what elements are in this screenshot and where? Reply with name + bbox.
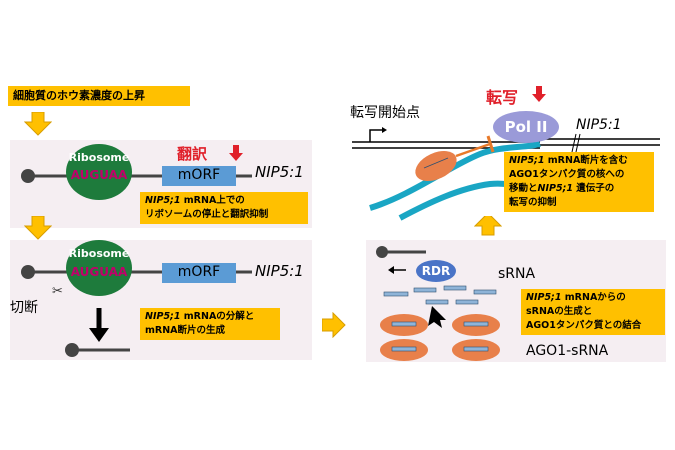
note-line-3c: AGO1タンパク質との結合: [526, 320, 642, 331]
transcription-label: 転写: [486, 88, 519, 107]
trigger-text: 細胞質のホウ素濃度の上昇: [13, 89, 145, 102]
translation-note: NIP5;1 mRNA上での リボソームの停止と翻訳抑制: [140, 192, 308, 224]
pol-ii-label: Pol II: [504, 118, 548, 136]
tss-label: 転写開始点: [350, 105, 420, 121]
srna-label: sRNA: [498, 266, 536, 282]
srna-note: NIP5;1 mRNAからの sRNAの生成と AGO1タンパク質との結合: [521, 289, 665, 335]
morf-box-1: mORF: [162, 166, 236, 186]
note-gene-1: NIP5;1: [145, 195, 181, 206]
note-line-3b: sRNAの生成と: [526, 306, 593, 317]
mrna-line-2: [21, 265, 252, 357]
note-line-4d: 遺伝子の: [572, 183, 615, 194]
ribosome-2: [66, 240, 132, 296]
note-line-2b: mRNA断片の生成: [145, 325, 226, 336]
translation-label: 翻訳: [177, 145, 208, 163]
ribosome-label-1: Ribosome: [68, 151, 130, 164]
note-line-3a: mRNAからの: [561, 292, 626, 303]
down-red-arrow-icon-1: [229, 145, 243, 161]
codon-label-1: AUGUAA: [70, 168, 128, 182]
ribosome-label-2: Ribosome: [68, 247, 130, 260]
flow-arrow-up: [474, 212, 502, 236]
ago1-srna-label: AGO1-sRNA: [526, 343, 609, 359]
note-gene-2: NIP5;1: [145, 311, 181, 322]
trigger-box: 細胞質のホウ素濃度の上昇: [8, 86, 190, 106]
gene-label-2: NIP5:1: [255, 262, 304, 280]
gene-label-1: NIP5:1: [255, 163, 304, 181]
cleavage-panel: [10, 240, 312, 360]
note-line-4a: mRNA断片を含む: [544, 155, 628, 166]
cleavage-note: NIP5;1 mRNAの分解と mRNA断片の生成: [140, 308, 280, 340]
rdr-label: RDR: [421, 264, 451, 278]
note-line-4e: 転写の抑制: [509, 197, 557, 208]
rdr-enzyme: RDR: [416, 260, 456, 282]
flow-arrow-down-2: [24, 216, 52, 240]
note-gene-4a: NIP5;1: [509, 155, 545, 166]
ribosome-1: [66, 144, 132, 200]
codon-label-2: AUGUAA: [70, 265, 128, 279]
cleavage-label: 切断: [10, 300, 38, 316]
pol-ii-enzyme: Pol II: [493, 111, 559, 143]
note-gene-3: NIP5;1: [526, 292, 562, 303]
flow-arrow-down-1: [24, 112, 52, 136]
transcription-note: NIP5;1 mRNA断片を含む AGO1タンパク質の核への 移動とNIP5;1…: [504, 152, 654, 212]
note-line-2a: mRNAの分解と: [180, 311, 255, 322]
flow-arrow-right: [322, 312, 346, 338]
note-line-1a: mRNA上での: [180, 195, 245, 206]
note-line-1b: リボソームの停止と翻訳抑制: [145, 209, 269, 220]
note-line-4c: 移動と: [509, 183, 538, 194]
note-line-4b: AGO1タンパク質の核への: [509, 169, 625, 180]
morf-box-2: mORF: [162, 263, 236, 283]
srna-diagram: [376, 246, 500, 361]
scissors-icon: ✂: [52, 284, 63, 299]
down-red-arrow-icon-2: [532, 86, 546, 102]
note-gene-4b: NIP5;1: [537, 183, 573, 194]
gene-label-4: NIP5:1: [576, 117, 622, 133]
